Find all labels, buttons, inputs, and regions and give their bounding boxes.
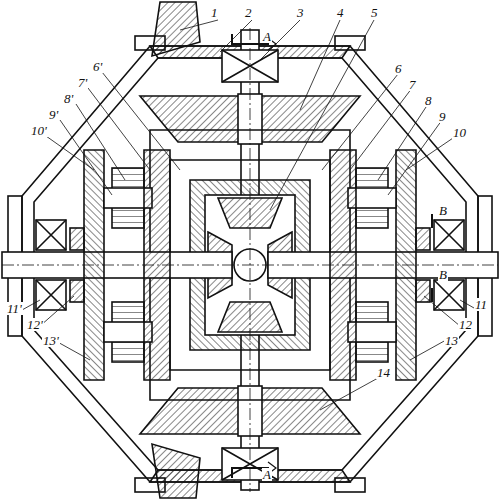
callout-number: 8' [63,92,74,105]
callout-number: 12' [26,318,44,331]
callout-number: 3 [296,6,305,19]
callout-number: 8 [424,94,433,107]
callout-number: 6' [92,60,103,73]
callout-number: 9' [48,108,59,121]
callout-number: 11' [6,302,23,315]
callout-number: 12 [458,318,473,331]
callout-number: 7' [77,76,88,89]
callout-number: 10 [452,126,467,139]
callout-number: 11 [474,298,488,311]
callout-number: 9 [438,110,447,123]
callout-number: 7 [408,78,417,91]
callout-number: B [438,204,448,217]
callout-number: 13' [42,334,60,347]
callout-number: 5 [370,6,379,19]
callout-number: 13 [444,334,459,347]
callout-number: A [262,468,272,481]
callout-number: 1 [210,6,219,19]
callout-number: A [262,30,272,43]
callout-number: 2 [244,6,253,19]
callout-number: 14 [376,366,391,379]
callout-number: 4 [336,6,345,19]
callout-number: 6 [394,62,403,75]
callout-number: B [438,268,448,281]
callout-number: 10' [30,124,48,137]
